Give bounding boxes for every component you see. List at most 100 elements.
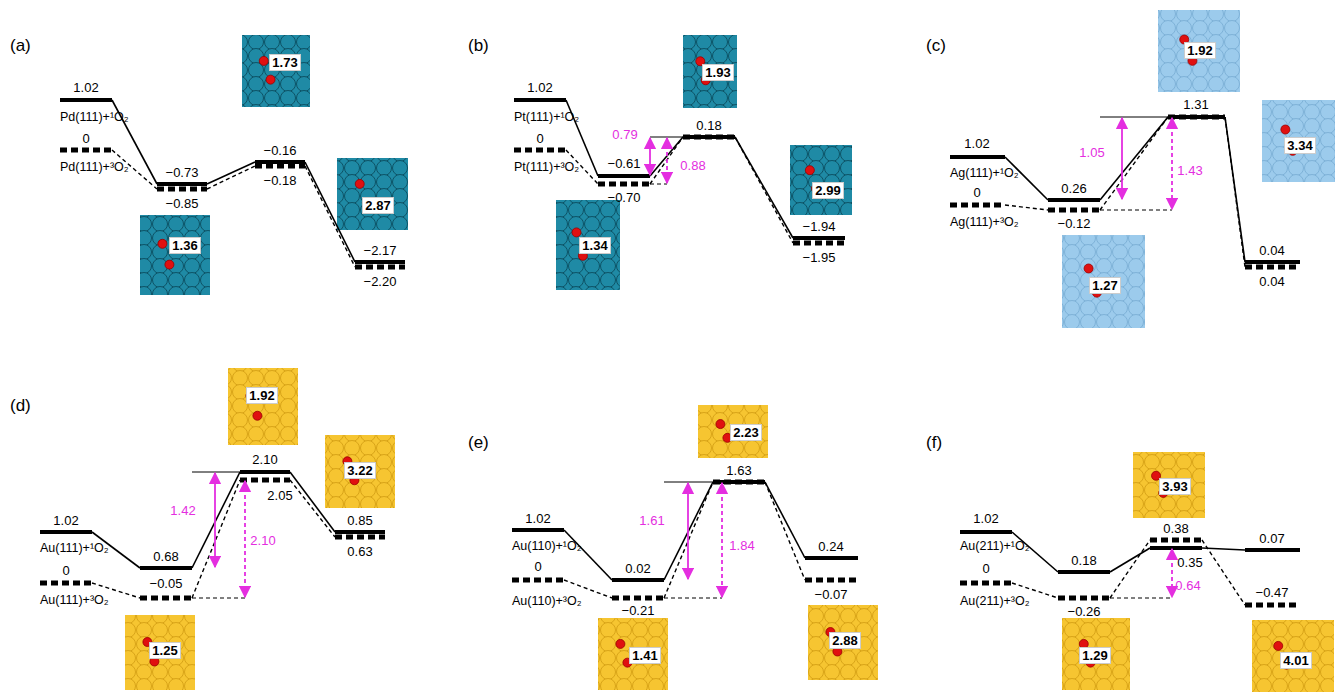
oxygen-atom (259, 56, 268, 65)
energy-value: −0.26 (1068, 605, 1101, 618)
singlet-level (335, 530, 385, 534)
singlet-path (765, 482, 805, 558)
barrier-value: 1.42 (170, 504, 195, 517)
energy-value: 0.07 (1259, 532, 1284, 545)
energy-value: −0.12 (1058, 217, 1091, 230)
energy-value: 0.63 (347, 545, 372, 558)
barrier-arrow (666, 138, 668, 183)
bond-length: 1.73 (269, 54, 300, 71)
bond-length: 3.34 (1284, 137, 1315, 154)
state-label: Pd(111)+³O₂ (60, 161, 129, 174)
singlet-path (664, 482, 713, 580)
surface-image (140, 215, 210, 295)
barrier-arrow (214, 473, 216, 567)
bond-length: 1.41 (629, 647, 660, 664)
energy-value: −2.17 (364, 244, 397, 257)
energy-value: −0.16 (264, 144, 297, 157)
singlet-level (683, 135, 735, 139)
barrier-value: 0.64 (1175, 579, 1200, 592)
triplet-path (1100, 117, 1168, 210)
surface-image (698, 405, 768, 458)
energy-value: 1.02 (973, 512, 998, 525)
energy-value: 0.18 (1071, 554, 1096, 567)
barrier-arrow (244, 481, 246, 597)
oxygen-atom (616, 639, 625, 648)
panel-letter: (e) (468, 434, 489, 451)
triplet-level (1168, 115, 1225, 120)
barrier-value: 1.61 (639, 514, 664, 527)
state-label: Pt(111)+³O₂ (514, 161, 579, 174)
surface-image (1262, 100, 1335, 182)
energy-value: 0 (536, 132, 543, 145)
bond-length: 3.93 (1159, 478, 1190, 495)
triplet-path (1005, 205, 1048, 210)
energy-value: −1.94 (803, 220, 836, 233)
triplet-path (305, 166, 355, 267)
barrier-value: 1.84 (729, 539, 754, 552)
energy-value: −0.85 (166, 197, 199, 210)
surface-image (337, 158, 408, 230)
energy-value: 0.68 (153, 550, 178, 563)
state-label: Au(111)+¹O₂ (40, 542, 109, 555)
energy-value: −0.18 (264, 174, 297, 187)
energy-value: 1.02 (53, 514, 78, 527)
barrier-value: 0.88 (680, 159, 705, 172)
barrier-value: 1.05 (1079, 146, 1104, 159)
energy-value: 0.24 (818, 540, 843, 553)
reference-line (650, 184, 667, 185)
triplet-path (192, 480, 240, 598)
energy-value: 0 (982, 562, 989, 575)
energy-value: −0.73 (166, 166, 199, 179)
energy-value: 1.02 (964, 137, 989, 150)
singlet-level (612, 578, 664, 582)
oxygen-atom (1281, 125, 1290, 134)
panel-letter: (b) (468, 37, 489, 54)
energy-value: 0.02 (625, 562, 650, 575)
surface-image (1062, 618, 1130, 690)
bond-length: 4.01 (1280, 652, 1311, 669)
triplet-path (735, 137, 793, 243)
state-label: Ag(111)+³O₂ (950, 216, 1019, 229)
triplet-level (514, 148, 566, 153)
bond-length: 1.92 (1184, 42, 1215, 59)
singlet-path (1202, 548, 1245, 550)
oxygen-atom (355, 179, 364, 188)
energy-value: 0 (973, 186, 980, 199)
barrier-value: 0.79 (612, 128, 637, 141)
state-label: Au(110)+¹O₂ (512, 540, 582, 553)
energy-value: 0 (534, 560, 541, 573)
energy-value: 2.10 (252, 453, 277, 466)
bond-length: 1.34 (579, 237, 610, 254)
singlet-level (805, 556, 858, 560)
barrier-value: 1.43 (1177, 164, 1202, 177)
energy-value: −0.21 (622, 604, 655, 617)
surface-image (556, 200, 620, 290)
singlet-level (514, 98, 566, 102)
triplet-level (512, 578, 564, 583)
triplet-level (240, 478, 290, 483)
reference-line (192, 598, 245, 599)
surface-image (598, 618, 668, 690)
oxygen-atom (158, 239, 167, 248)
singlet-level (950, 155, 1005, 159)
bond-length: 2.88 (829, 632, 860, 649)
singlet-level (1058, 570, 1110, 574)
triplet-level (598, 182, 650, 187)
oxygen-atom (1084, 264, 1093, 273)
state-label: Au(111)+³O₂ (40, 594, 109, 607)
energy-value: 0 (62, 564, 69, 577)
surface-image (325, 435, 395, 508)
triplet-path (1110, 540, 1150, 598)
triplet-level (255, 164, 305, 169)
singlet-level (512, 528, 564, 532)
singlet-level (40, 530, 92, 534)
energy-value: 0.38 (1163, 522, 1188, 535)
singlet-level (1245, 548, 1300, 552)
energy-value: −0.61 (608, 157, 641, 170)
singlet-level (713, 480, 765, 484)
singlet-level (1048, 198, 1100, 202)
energy-value: 1.31 (1183, 98, 1208, 111)
surface-image (1133, 452, 1205, 518)
